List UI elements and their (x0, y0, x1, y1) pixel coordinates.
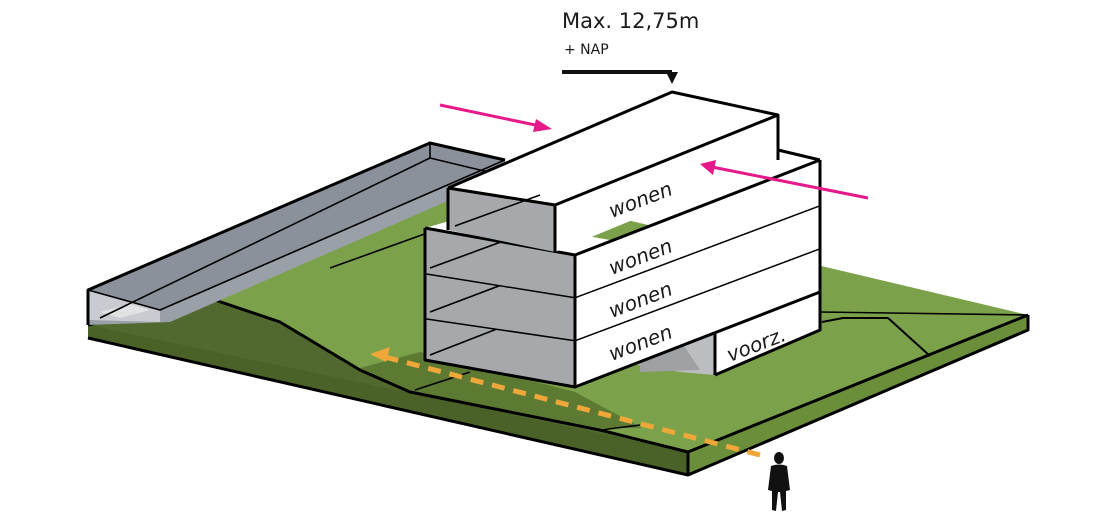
roof (448, 92, 778, 205)
channel-top (88, 143, 505, 310)
floor-4-top: wonen (446, 90, 821, 252)
max-height-label: Max. 12,75m (562, 9, 699, 33)
dashed-arrow-icon (370, 347, 761, 458)
triangle-down-icon (666, 72, 678, 84)
person-silhouette-icon (768, 452, 790, 511)
ground-side-front (88, 325, 688, 475)
arrow-right-icon (439, 103, 552, 132)
arrow-left-icon (700, 160, 869, 200)
height-annotation: Max. 12,75m + NAP (562, 9, 699, 84)
ground-side-right (688, 315, 1028, 475)
channel-strip (100, 304, 150, 318)
water-channel (86, 141, 506, 325)
building-stack: wonen wonen wonen (423, 90, 822, 389)
floor-1: wonen (423, 246, 821, 389)
wind-arrows (439, 103, 869, 200)
nap-reference-label: + NAP (564, 42, 609, 58)
